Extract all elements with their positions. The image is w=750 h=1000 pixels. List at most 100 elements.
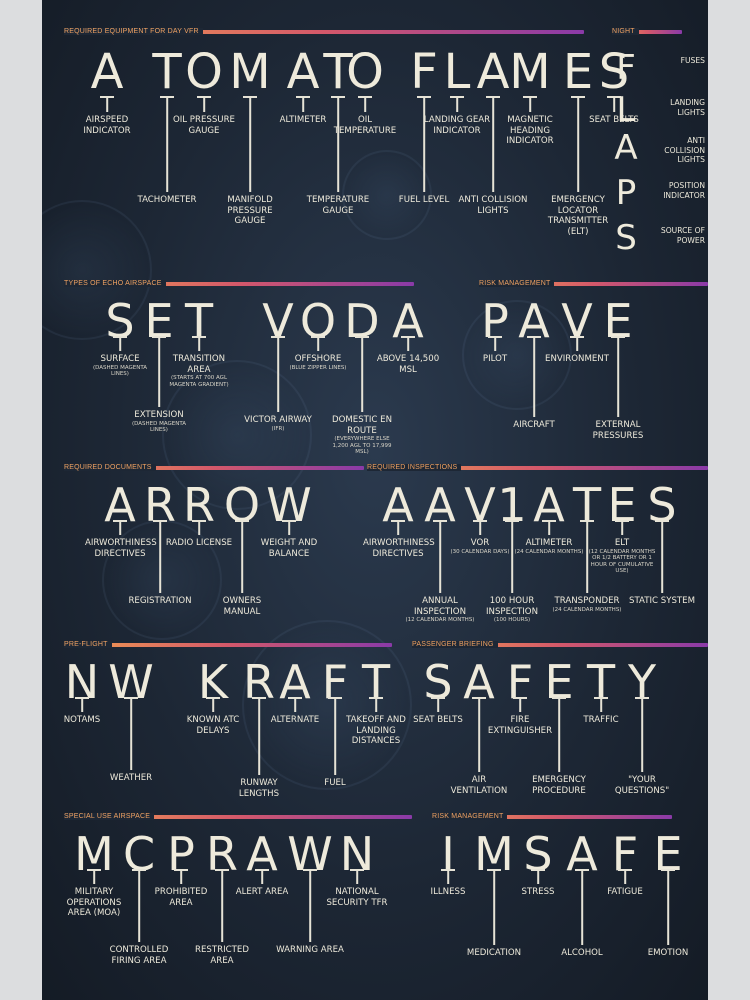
category-label: Risk Management	[432, 813, 508, 820]
connector-line	[397, 520, 399, 535]
mnemonic-letter: I	[441, 827, 455, 881]
term-title: Air Ventilation	[450, 775, 508, 796]
connector-line	[249, 96, 251, 192]
mnemonic-term: Prohibited Area	[146, 887, 216, 908]
connector-line	[221, 869, 223, 942]
category-label: Pre-Flight	[64, 641, 112, 648]
category-label: Required Inspections	[367, 464, 462, 471]
mnemonic-letter: A	[286, 44, 320, 100]
mnemonic-term: Emotion	[633, 948, 703, 959]
section-bar	[64, 815, 412, 819]
connector-line	[317, 336, 319, 351]
section-bar	[64, 643, 392, 647]
mnemonic-term: Runway Lengths	[224, 778, 294, 799]
mnemonic-term: "Your Questions"	[607, 775, 677, 796]
poster: Required Equipment For Day VFRAAirspeed …	[42, 0, 708, 1000]
mnemonic-term: Traffic	[566, 715, 636, 726]
mnemonic-term: Fatigue	[590, 887, 660, 898]
mnemonic-term: Takeoff and Landing Distances	[341, 715, 411, 747]
term-title: Annual Inspection	[413, 596, 466, 617]
mnemonic-term: Airworthiness Directives	[85, 538, 157, 559]
term-title: Environment	[545, 354, 609, 364]
mnemonic-term: Restricted Area	[187, 945, 257, 966]
term-title: Warning Area	[276, 945, 344, 955]
mnemonic-term: Seat Belts	[403, 715, 473, 726]
term-note: (12 Calendar Months or 1/2 Battery or 1 …	[588, 548, 656, 575]
section-imsafe: Risk ManagementIIllnessMMedicationSStres…	[430, 813, 708, 995]
mnemonic-letter: E	[562, 44, 594, 100]
term-title: Aircraft	[513, 420, 555, 430]
connector-line	[577, 96, 579, 192]
gauge-decoration	[162, 360, 312, 510]
term-title: "Your Questions"	[614, 775, 670, 796]
section-bar	[412, 643, 708, 647]
connector-line	[93, 869, 95, 884]
section-safety: Passenger BriefingSSeat BeltsAAir Ventil…	[412, 641, 708, 818]
term-title: 100 Hour Inspection	[485, 596, 538, 617]
connector-line	[119, 336, 121, 351]
connector-line	[479, 520, 481, 535]
connector-line	[212, 697, 214, 712]
mnemonic-term: Medication	[459, 948, 529, 959]
mnemonic-letter: M	[229, 44, 271, 100]
mnemonic-term: Fuses	[680, 56, 705, 65]
mnemonic-letter: F	[616, 48, 636, 88]
mnemonic-term: Landing Lights	[670, 98, 705, 117]
term-title: Oil Temperature	[333, 115, 397, 136]
mnemonic-term: Fuel Level	[389, 195, 459, 206]
mnemonic-letter: T	[152, 44, 182, 100]
connector-line	[375, 697, 377, 712]
mnemonic-term: Source of Power	[660, 226, 705, 245]
mnemonic-term: Alcohol	[547, 948, 617, 959]
mnemonic-letter: A	[476, 44, 510, 100]
section-bar	[367, 466, 708, 470]
mnemonic-letter: L	[616, 90, 636, 130]
mnemonic-term: Fire Extinguisher	[485, 715, 555, 736]
mnemonic-term: Seat Belts	[579, 115, 649, 126]
gauge-decoration	[102, 520, 222, 640]
term-title: National Security TFR	[326, 887, 388, 908]
connector-line	[302, 96, 304, 112]
term-title: Manifold Pressure Gauge	[227, 195, 273, 226]
mnemonic-term: Domestic En Route(Everywhere else 1,200 …	[327, 415, 397, 456]
term-title: Temperature Gauge	[306, 195, 370, 216]
connector-line	[586, 520, 588, 593]
mnemonic-letter: S	[598, 44, 630, 100]
term-title: NOTAMs	[63, 715, 101, 725]
mnemonic-term: Transition Area(Starts at 700 AGL Magent…	[164, 354, 234, 388]
connector-line	[159, 520, 161, 593]
term-note: (Starts at 700 AGL Magenta Gradient)	[169, 375, 229, 388]
connector-line	[667, 869, 669, 945]
term-title: Oil Pressure Gauge	[172, 115, 235, 136]
term-title: Runway Lengths	[238, 778, 280, 799]
mnemonic-term: Known ATC Delays	[178, 715, 248, 736]
gauge-decoration	[42, 200, 152, 340]
term-title: Alcohol	[561, 948, 603, 958]
connector-line	[478, 697, 480, 772]
connector-line	[600, 697, 602, 712]
term-title: Emotion	[647, 948, 689, 958]
mnemonic-term: National Security TFR	[322, 887, 392, 908]
term-title: Traffic	[583, 715, 619, 725]
term-title: Illness	[430, 887, 466, 897]
mnemonic-letter: F	[410, 44, 438, 100]
term-note: (24 Calendar Months)	[552, 606, 622, 613]
mnemonic-term: VOR(30 Calendar Days)	[445, 538, 515, 555]
connector-line	[258, 697, 260, 775]
term-title: Owners Manual	[222, 596, 262, 617]
section-tomato: Required Equipment For Day VFRAAirspeed …	[64, 28, 639, 240]
term-title: Seat Belts	[589, 115, 639, 125]
term-title: Stress	[521, 887, 555, 897]
mnemonic-term: 100 Hour Inspection(100 Hours)	[477, 596, 547, 624]
section-bar	[479, 282, 708, 286]
mnemonic-term: Fuel	[300, 778, 370, 789]
section-bar	[612, 30, 682, 34]
mnemonic-term: Airworthiness Directives	[363, 538, 435, 559]
connector-line	[361, 336, 363, 412]
term-title: Radio License	[165, 538, 233, 548]
mnemonic-term: Manifold Pressure Gauge	[215, 195, 285, 227]
term-title: Medication	[466, 948, 522, 958]
term-title: Military Operations Area (MOA)	[66, 887, 122, 918]
connector-line	[130, 697, 132, 770]
connector-line	[493, 869, 495, 945]
